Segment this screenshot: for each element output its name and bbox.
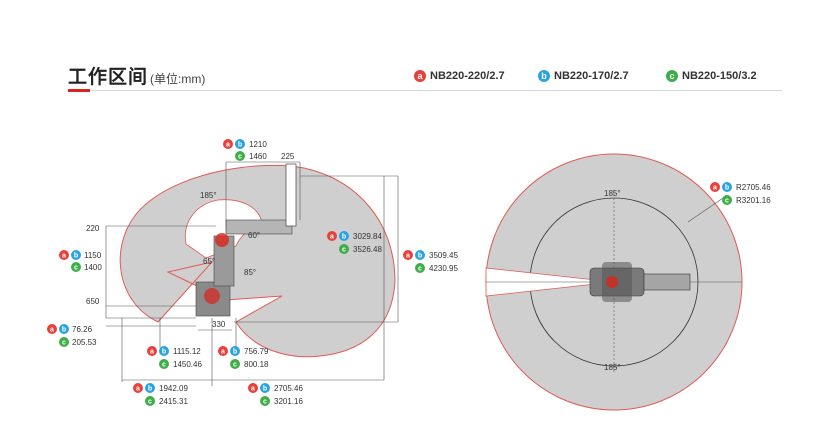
dim-top-c: 1460: [249, 152, 267, 161]
dim-left-ab: 1150: [84, 251, 102, 260]
header-divider: [92, 90, 782, 91]
dim-reach2-ab: 756.79: [244, 347, 269, 356]
section-header: 工作区间(单位:mm): [68, 62, 205, 90]
side-inner-cutout: [184, 199, 263, 259]
dim-height2-c: 4230.95: [429, 264, 458, 273]
legend-label-c: NB220-150/3.2: [682, 70, 757, 82]
dim-reach3-ab: 1942.09: [159, 384, 188, 393]
side-work-envelope: [119, 164, 396, 358]
dim-height2-ab: 3509.45: [429, 251, 458, 260]
badge-b-icon: b: [538, 70, 550, 82]
dim-left-c: 1400: [84, 263, 102, 272]
section-title: 工作区间: [68, 67, 149, 88]
top-radius-c: R3201.16: [736, 196, 771, 205]
dim-reach1-c: 1450.46: [173, 360, 202, 369]
title-accent-bar: [68, 89, 90, 92]
legend-item-b: b NB220-170/2.7: [538, 70, 629, 82]
top-robot-body: [589, 262, 691, 302]
badge-c-icon: c: [666, 70, 678, 82]
angle-60-label: 60°: [248, 231, 260, 240]
dim-top-ab: 1210: [249, 140, 267, 149]
side-dimension-lines: [105, 161, 399, 386]
side-view: 185° 60° 65° 85° 1210 1460 225 220 1150 …: [47, 139, 458, 406]
dim-bottom-330: 330: [212, 320, 226, 329]
badge-a-icon: a: [414, 70, 426, 82]
legend-label-a: NB220-220/2.7: [430, 70, 505, 82]
dim-reach2-c: 800.18: [244, 360, 269, 369]
dim-reach1-ab: 1115.12: [173, 347, 201, 356]
dim-height1-ab: 3029.84: [353, 232, 382, 241]
angle-65-label: 65°: [203, 257, 215, 266]
dim-reach3-c: 2415.31: [159, 397, 188, 406]
legend-item-c: c NB220-150/3.2: [666, 70, 757, 82]
dim-top-225: 225: [281, 152, 295, 161]
dim-height1-c: 3526.48: [353, 245, 382, 254]
dim-base-ab: 76.26: [72, 325, 93, 334]
dim-reach4-ab: 2705.46: [274, 384, 303, 393]
dim-left-220: 220: [86, 224, 100, 233]
top-angle-bottom: 185°: [604, 363, 621, 372]
top-view: 185° 185° R2705.46 R3201.16: [485, 153, 771, 411]
angle-185-label: 185°: [200, 191, 217, 200]
legend-label-b: NB220-170/2.7: [554, 70, 629, 82]
top-angle-top: 185°: [604, 189, 621, 198]
dim-left-650: 650: [86, 297, 100, 306]
legend-item-a: a NB220-220/2.7: [414, 70, 505, 82]
angle-85-label: 85°: [244, 268, 256, 277]
dim-base-c: 205.53: [72, 338, 97, 347]
top-radius-ab: R2705.46: [736, 183, 771, 192]
side-robot-arm: [195, 163, 297, 317]
dim-reach4-c: 3201.16: [274, 397, 303, 406]
unit-label: (单位:mm): [150, 72, 206, 86]
